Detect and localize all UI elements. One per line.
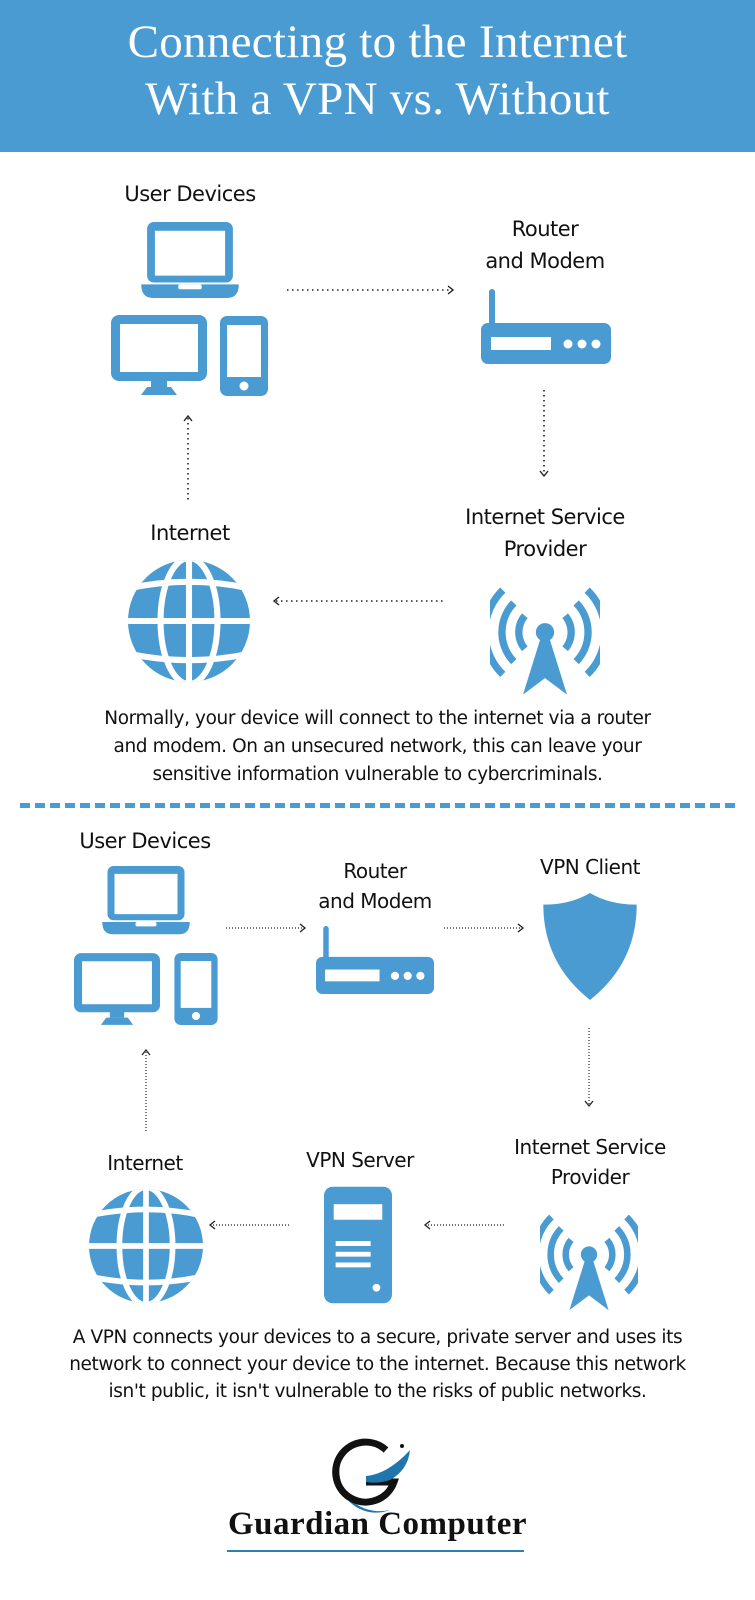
description-line: and modem. On an unsecured network, this… xyxy=(113,736,642,757)
title-line-2: With a VPN vs. Without xyxy=(145,73,610,125)
phone-icon xyxy=(220,316,268,396)
arrow-internet-to-devices xyxy=(141,1048,151,1132)
arrow-isp-to-vpn-server xyxy=(423,1220,506,1230)
globe-icon xyxy=(128,560,250,682)
globe-icon xyxy=(89,1189,203,1303)
description-line: sensitive information vulnerable to cybe… xyxy=(152,764,603,785)
user-devices-label: User Devices xyxy=(124,182,256,206)
isp-label-line2: Provider xyxy=(503,537,587,561)
isp-label: Internet Service Provider xyxy=(430,501,660,565)
router-label-line2: and Modem xyxy=(485,249,605,273)
title-line-1: Connecting to the Internet xyxy=(127,16,628,68)
laptop-icon xyxy=(100,866,192,936)
isp-label-line1: Internet Service xyxy=(514,1135,666,1159)
brand-underline xyxy=(227,1550,524,1552)
arrow-isp-to-internet xyxy=(272,596,444,606)
arrow-devices-to-router xyxy=(287,285,455,295)
header-banner: Connecting to the Internet With a VPN vs… xyxy=(0,0,755,152)
with-vpn-description: A VPN connects your devices to a secure,… xyxy=(20,1324,735,1405)
router-icon xyxy=(481,289,611,364)
router-label: Router and Modem xyxy=(450,213,640,277)
without-vpn-description: Normally, your device will connect to th… xyxy=(30,705,725,789)
router-label-line1: Router xyxy=(511,217,579,241)
isp-label-line1: Internet Service xyxy=(465,505,625,529)
guardian-logo-icon xyxy=(332,1438,410,1513)
antenna-icon xyxy=(540,1200,638,1314)
section-divider xyxy=(20,803,735,808)
brand-name: Guardian Computer xyxy=(227,1506,528,1542)
antenna-icon xyxy=(490,572,600,698)
arrow-vpn-server-to-internet xyxy=(208,1220,291,1230)
description-line: Normally, your device will connect to th… xyxy=(104,708,651,729)
monitor-icon xyxy=(74,953,160,1025)
arrow-router-to-isp xyxy=(539,390,549,478)
page-title: Connecting to the Internet With a VPN vs… xyxy=(0,14,755,128)
description-line: isn't public, it isn't vulnerable to the… xyxy=(108,1381,647,1402)
vpn-server-label: VPN Server xyxy=(306,1148,414,1172)
router-icon xyxy=(316,925,434,995)
description-line: network to connect your device to the in… xyxy=(69,1354,686,1375)
internet-label: Internet xyxy=(107,1151,183,1175)
phone-icon xyxy=(174,953,218,1025)
laptop-icon xyxy=(138,222,242,300)
vpn-client-label: VPN Client xyxy=(540,855,640,879)
arrow-router-to-vpn-client xyxy=(444,923,525,933)
user-devices-label: User Devices xyxy=(79,829,211,853)
isp-label-line2: Provider xyxy=(550,1165,630,1189)
router-label-line2: and Modem xyxy=(318,889,432,913)
router-label: Router and Modem xyxy=(290,856,460,916)
arrow-vpn-client-to-isp xyxy=(584,1028,594,1108)
arrow-devices-to-router xyxy=(226,923,307,933)
description-line: A VPN connects your devices to a secure,… xyxy=(72,1327,683,1348)
monitor-icon xyxy=(111,315,207,395)
arrow-internet-to-devices xyxy=(183,414,193,502)
internet-label: Internet xyxy=(150,521,230,545)
server-icon xyxy=(324,1186,392,1304)
shield-icon xyxy=(540,893,640,1000)
router-label-line1: Router xyxy=(343,859,407,883)
isp-label: Internet Service Provider xyxy=(480,1132,700,1192)
